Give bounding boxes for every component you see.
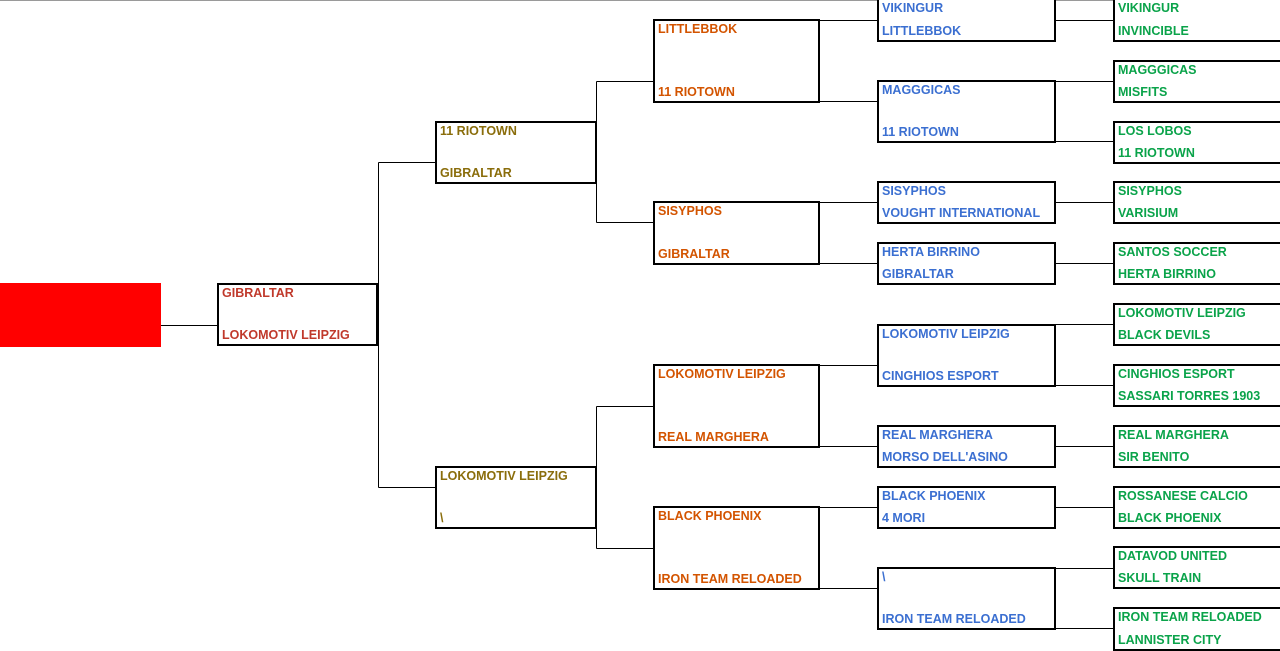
team-slot[interactable]: LOKOMOTIV LEIPZIG [658, 367, 786, 381]
team-slot[interactable]: BLACK PHOENIX [1118, 511, 1222, 525]
team-slot[interactable]: VOUGHT INTERNATIONAL [882, 206, 1041, 220]
team-slot[interactable]: VIKINGUR [1118, 1, 1180, 15]
team-slot[interactable]: BLACK PHOENIX [658, 509, 762, 523]
connector-r16-2-r32 [1054, 81, 1115, 142]
top-border-line [0, 0, 1280, 1]
round-of-16-match: VIKINGUR LITTLEBBOK [877, 0, 1056, 42]
team-slot[interactable]: CINGHIOS ESPORT [882, 369, 999, 383]
team-slot[interactable]: SASSARI TORRES 1903 [1118, 389, 1261, 403]
team-slot[interactable]: \ [440, 511, 444, 525]
team-slot[interactable]: LOKOMOTIV LEIPZIG [882, 327, 1010, 341]
round-of-16-match: REAL MARGHERA MORSO DELL'ASINO [877, 425, 1056, 468]
team-slot[interactable]: LOS LOBOS [1118, 124, 1192, 138]
connector-semi1-qf [595, 81, 655, 223]
team-slot[interactable]: MAGGGICAS [882, 83, 961, 97]
team-slot[interactable]: LITTLEBBOK [658, 22, 738, 36]
connector-qf4-r16 [818, 507, 879, 589]
team-slot[interactable]: GIBRALTAR [882, 267, 954, 281]
team-slot[interactable]: BLACK DEVILS [1118, 328, 1211, 342]
team-slot[interactable]: IRON TEAM RELOADED [1118, 610, 1262, 624]
team-slot[interactable]: SKULL TRAIN [1118, 571, 1202, 585]
team-slot[interactable]: CINGHIOS ESPORT [1118, 367, 1235, 381]
team-slot[interactable]: IRON TEAM RELOADED [882, 612, 1026, 626]
connector-qf1-r16 [818, 20, 879, 102]
round-of-32-match: LOKOMOTIV LEIPZIG BLACK DEVILS [1113, 303, 1280, 346]
champion-box [0, 283, 161, 347]
final-match: GIBRALTAR LOKOMOTIV LEIPZIG [217, 283, 378, 346]
semifinal-match: 11 RIOTOWN GIBRALTAR [435, 121, 597, 184]
round-of-32-match: REAL MARGHERA SIR BENITO [1113, 425, 1280, 468]
round-of-16-match: BLACK PHOENIX 4 MORI [877, 486, 1056, 529]
team-slot[interactable]: MAGGGICAS [1118, 63, 1197, 77]
round-of-32-match: LOS LOBOS 11 RIOTOWN [1113, 121, 1280, 164]
connector-r16-5-r32 [1054, 324, 1115, 386]
team-slot[interactable]: 11 RIOTOWN [1118, 146, 1195, 160]
connector-r16-8-r32 [1054, 568, 1115, 629]
team-slot[interactable]: INVINCIBLE [1118, 24, 1189, 38]
connector-final-semis [376, 162, 437, 488]
quarterfinal-match: LITTLEBBOK 11 RIOTOWN [653, 19, 820, 103]
round-of-32-match: SANTOS SOCCER HERTA BIRRINO [1113, 242, 1280, 285]
team-slot[interactable]: MORSO DELL'ASINO [882, 450, 1008, 464]
round-of-16-match: MAGGGICAS 11 RIOTOWN [877, 80, 1056, 143]
team-slot[interactable]: SANTOS SOCCER [1118, 245, 1227, 259]
team-slot[interactable]: LOKOMOTIV LEIPZIG [440, 469, 568, 483]
team-slot[interactable]: 11 RIOTOWN [882, 125, 959, 139]
team-slot[interactable]: SISYPHOS [882, 184, 946, 198]
round-of-16-match: HERTA BIRRINO GIBRALTAR [877, 242, 1056, 285]
round-of-32-match: IRON TEAM RELOADED LANNISTER CITY [1113, 607, 1280, 651]
team-slot[interactable]: BLACK PHOENIX [882, 489, 986, 503]
team-slot[interactable]: REAL MARGHERA [882, 428, 993, 442]
team-slot[interactable]: LOKOMOTIV LEIPZIG [222, 328, 350, 342]
team-slot[interactable]: 4 MORI [882, 511, 926, 525]
team-slot[interactable]: GIBRALTAR [658, 247, 730, 261]
team-slot[interactable]: IRON TEAM RELOADED [658, 572, 802, 586]
team-slot[interactable]: ROSSANESE CALCIO [1118, 489, 1248, 503]
team-slot[interactable]: SISYPHOS [1118, 184, 1182, 198]
team-slot[interactable]: LOKOMOTIV LEIPZIG [1118, 306, 1246, 320]
round-of-32-match: SISYPHOS VARISIUM [1113, 181, 1280, 224]
connector-qf2-r16 [818, 202, 879, 264]
team-slot[interactable]: VARISIUM [1118, 206, 1179, 220]
quarterfinal-match: SISYPHOS GIBRALTAR [653, 201, 820, 265]
round-of-16-match: \ IRON TEAM RELOADED [877, 567, 1056, 630]
team-slot[interactable]: 11 RIOTOWN [658, 85, 735, 99]
team-slot[interactable]: \ [882, 570, 886, 584]
team-slot[interactable]: VIKINGUR [882, 1, 944, 15]
team-slot[interactable]: HERTA BIRRINO [1118, 267, 1216, 281]
team-slot[interactable]: SIR BENITO [1118, 450, 1190, 464]
round-of-16-match: SISYPHOS VOUGHT INTERNATIONAL [877, 181, 1056, 224]
quarterfinal-match: LOKOMOTIV LEIPZIG REAL MARGHERA [653, 364, 820, 448]
team-slot[interactable]: MISFITS [1118, 85, 1168, 99]
round-of-16-match: LOKOMOTIV LEIPZIG CINGHIOS ESPORT [877, 324, 1056, 387]
connector-qf3-r16 [818, 365, 879, 447]
team-slot[interactable]: LITTLEBBOK [882, 24, 962, 38]
team-slot[interactable]: REAL MARGHERA [1118, 428, 1229, 442]
round-of-32-match: DATAVOD UNITED SKULL TRAIN [1113, 546, 1280, 589]
team-slot[interactable]: SISYPHOS [658, 204, 722, 218]
round-of-32-match: ROSSANESE CALCIO BLACK PHOENIX [1113, 486, 1280, 529]
team-slot[interactable]: GIBRALTAR [440, 166, 512, 180]
connector-semi2-qf [595, 406, 655, 549]
team-slot[interactable]: REAL MARGHERA [658, 430, 769, 444]
round-of-32-match: VIKINGUR INVINCIBLE [1113, 0, 1280, 42]
team-slot[interactable]: LANNISTER CITY [1118, 633, 1222, 647]
team-slot[interactable]: HERTA BIRRINO [882, 245, 980, 259]
round-of-32-match: MAGGGICAS MISFITS [1113, 60, 1280, 103]
team-slot[interactable]: GIBRALTAR [222, 286, 294, 300]
semifinal-match: LOKOMOTIV LEIPZIG \ [435, 466, 597, 529]
round-of-32-match: CINGHIOS ESPORT SASSARI TORRES 1903 [1113, 364, 1280, 407]
team-slot[interactable]: DATAVOD UNITED [1118, 549, 1228, 563]
team-slot[interactable]: 11 RIOTOWN [440, 124, 517, 138]
quarterfinal-match: BLACK PHOENIX IRON TEAM RELOADED [653, 506, 820, 590]
